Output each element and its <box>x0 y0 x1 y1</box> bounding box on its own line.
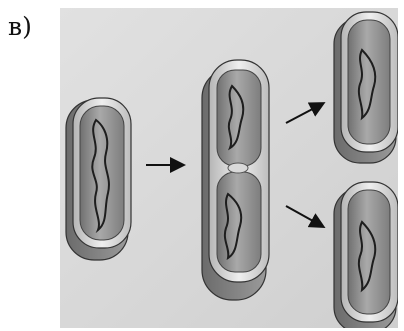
arrow-right <box>285 205 326 228</box>
fission-diagram <box>60 8 398 328</box>
dna-loop <box>357 220 377 293</box>
dna-loop <box>91 118 110 234</box>
daughter-cell-top <box>333 11 398 164</box>
dna-loop <box>357 48 377 121</box>
parent-cell <box>65 97 132 261</box>
dna-loop <box>223 192 243 261</box>
daughter-cell-bottom <box>333 181 398 328</box>
dividing-cell <box>201 59 270 301</box>
binary-fission-illustration <box>60 8 398 328</box>
dna-loop <box>227 84 245 151</box>
panel-label: в) <box>8 12 32 41</box>
arrow-right <box>285 102 326 124</box>
